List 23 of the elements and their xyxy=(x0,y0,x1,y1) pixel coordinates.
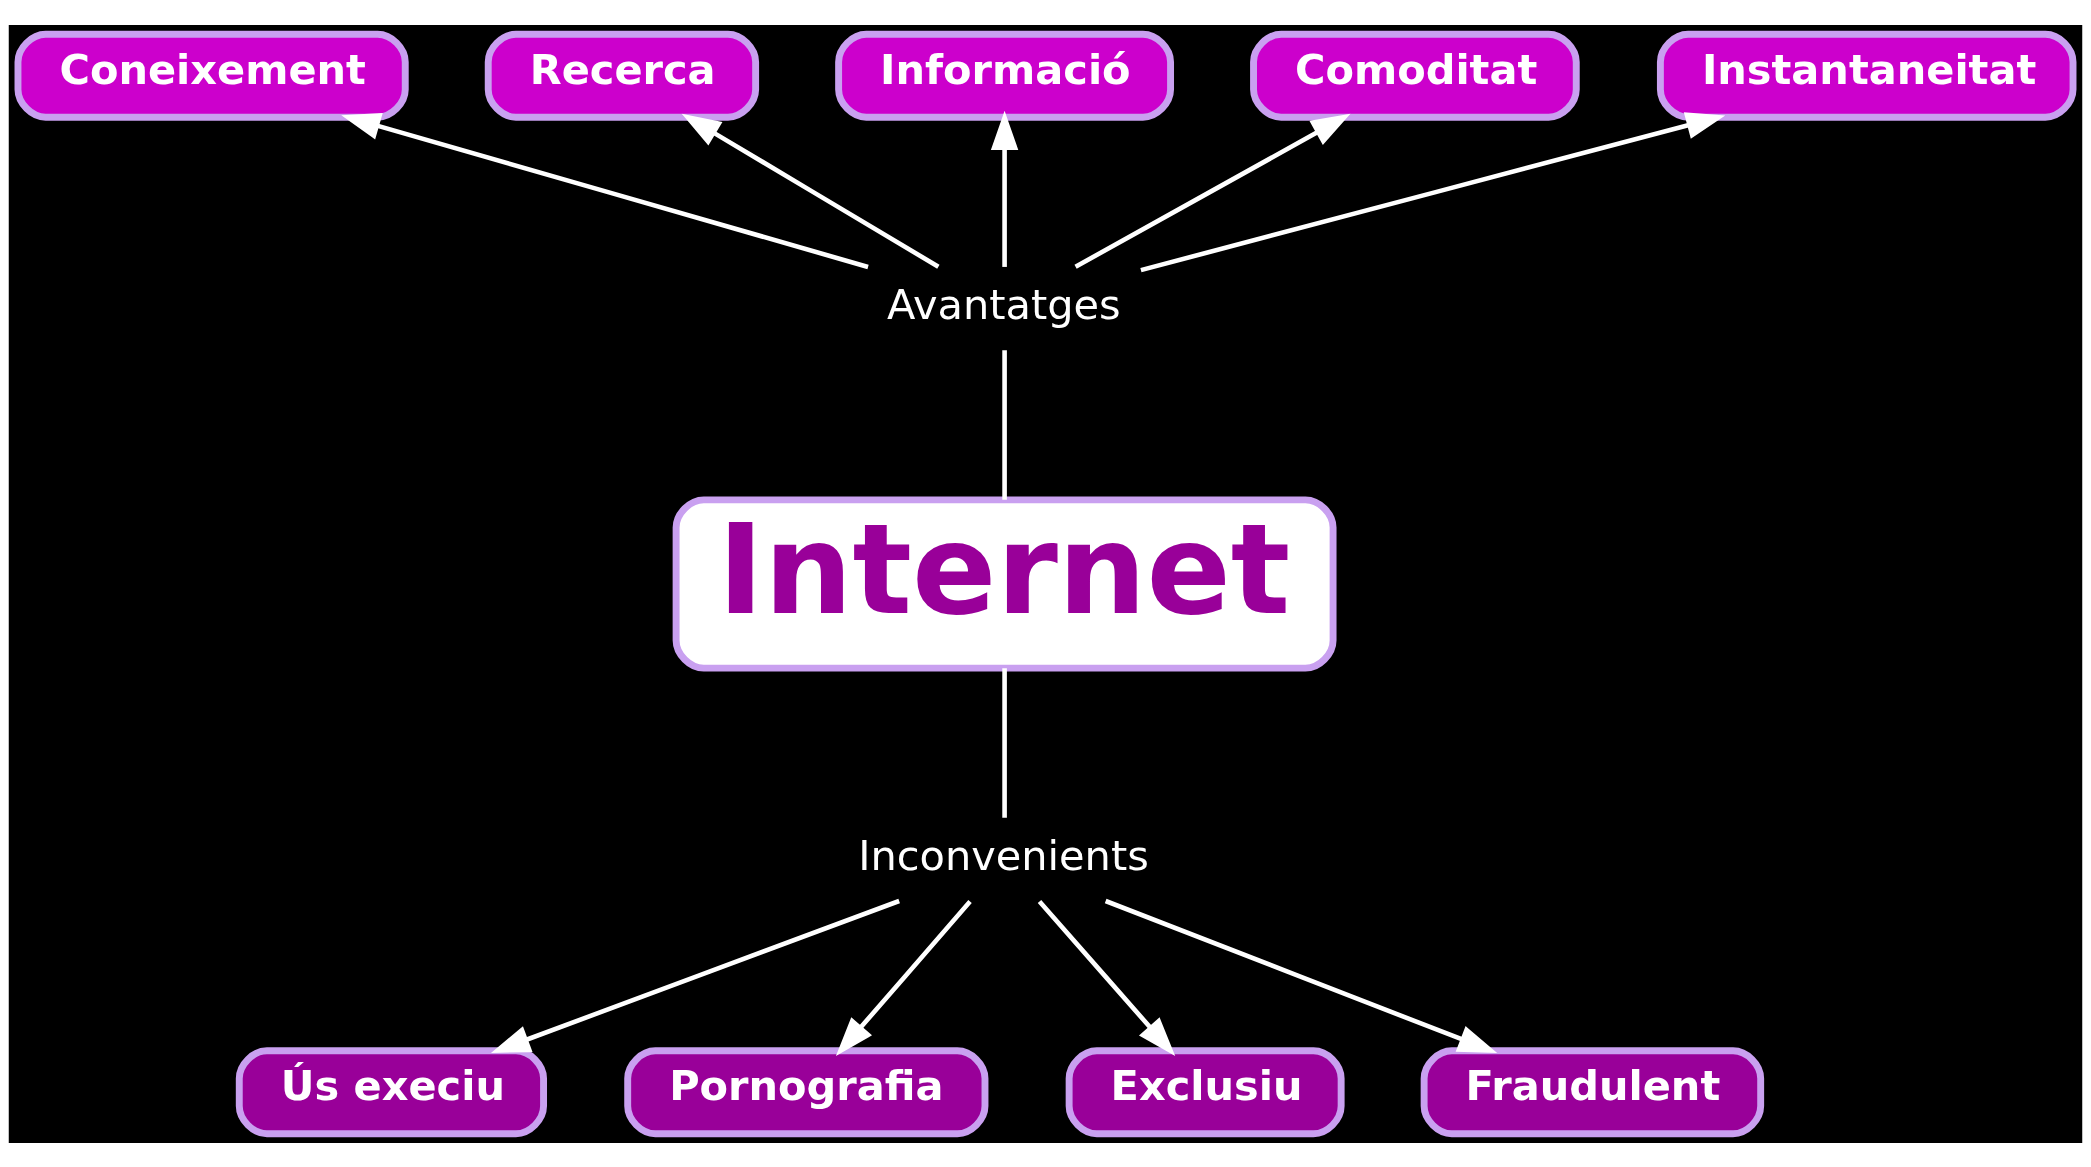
arrow xyxy=(990,110,1019,267)
arrow xyxy=(341,112,869,269)
node-box: Instantaneitat xyxy=(1656,30,2077,121)
node-box: Exclusiu xyxy=(1065,1046,1345,1137)
arrow xyxy=(681,113,940,269)
node-box: Fraudulent xyxy=(1420,1046,1765,1137)
node-box: Recerca xyxy=(484,30,760,121)
arrow xyxy=(1037,899,1176,1056)
arrow xyxy=(1074,113,1351,269)
arrow xyxy=(1104,898,1498,1053)
node-box: Coneixement xyxy=(14,30,409,121)
node-box: Ús execiu xyxy=(235,1046,547,1137)
node-box: Pornografia xyxy=(624,1046,989,1137)
node-text: Avantatges xyxy=(887,279,1121,329)
node-text: Inconvenients xyxy=(858,830,1149,880)
node-box: Informació xyxy=(835,30,1174,121)
arrow xyxy=(490,898,900,1053)
arrow xyxy=(835,899,972,1056)
node-box: Internet xyxy=(672,495,1337,672)
arrow xyxy=(1140,111,1726,272)
connector xyxy=(1002,667,1007,818)
connector xyxy=(1002,349,1007,500)
node-box: Comoditat xyxy=(1250,30,1580,121)
